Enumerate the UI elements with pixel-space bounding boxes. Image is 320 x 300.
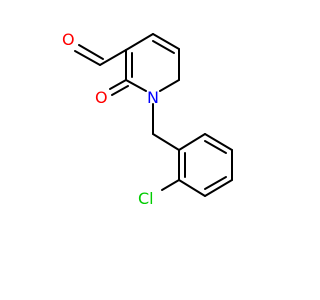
bond-benzene-5 <box>178 179 206 197</box>
bond-ring-c4-c5 <box>152 33 180 50</box>
nitrogen-label: N <box>147 88 159 107</box>
bond-aldehyde-c-ring <box>99 49 127 66</box>
bond-aldehyde-co-1 <box>74 50 101 66</box>
bond-benzene-2 <box>204 133 233 151</box>
bond-ring-carbonyl-1 <box>109 79 127 90</box>
bond-ring-carbonyl-2 <box>111 85 129 96</box>
chlorine-label: Cl <box>138 189 154 208</box>
bond-ring-c4-c5-inner <box>152 40 175 54</box>
structure-diagram: O O N Cl <box>62 30 233 208</box>
aldehyde-oxygen-label: O <box>62 30 75 49</box>
bond-ring-c6-n <box>159 79 180 92</box>
bond-benzene-4-inner <box>204 176 227 190</box>
bond-benzene-4 <box>204 179 233 197</box>
bond-benzene-1 <box>178 133 206 151</box>
bond-benzene-2-inner <box>204 140 227 154</box>
ring-oxygen-label: O <box>95 88 108 107</box>
bond-ch2-benzene <box>152 133 180 151</box>
bond-c-cl <box>161 179 180 191</box>
bond-ring-c3-c4 <box>125 33 154 51</box>
bond-ring-n-c2 <box>125 79 147 92</box>
bond-aldehyde-co-2 <box>78 44 104 60</box>
